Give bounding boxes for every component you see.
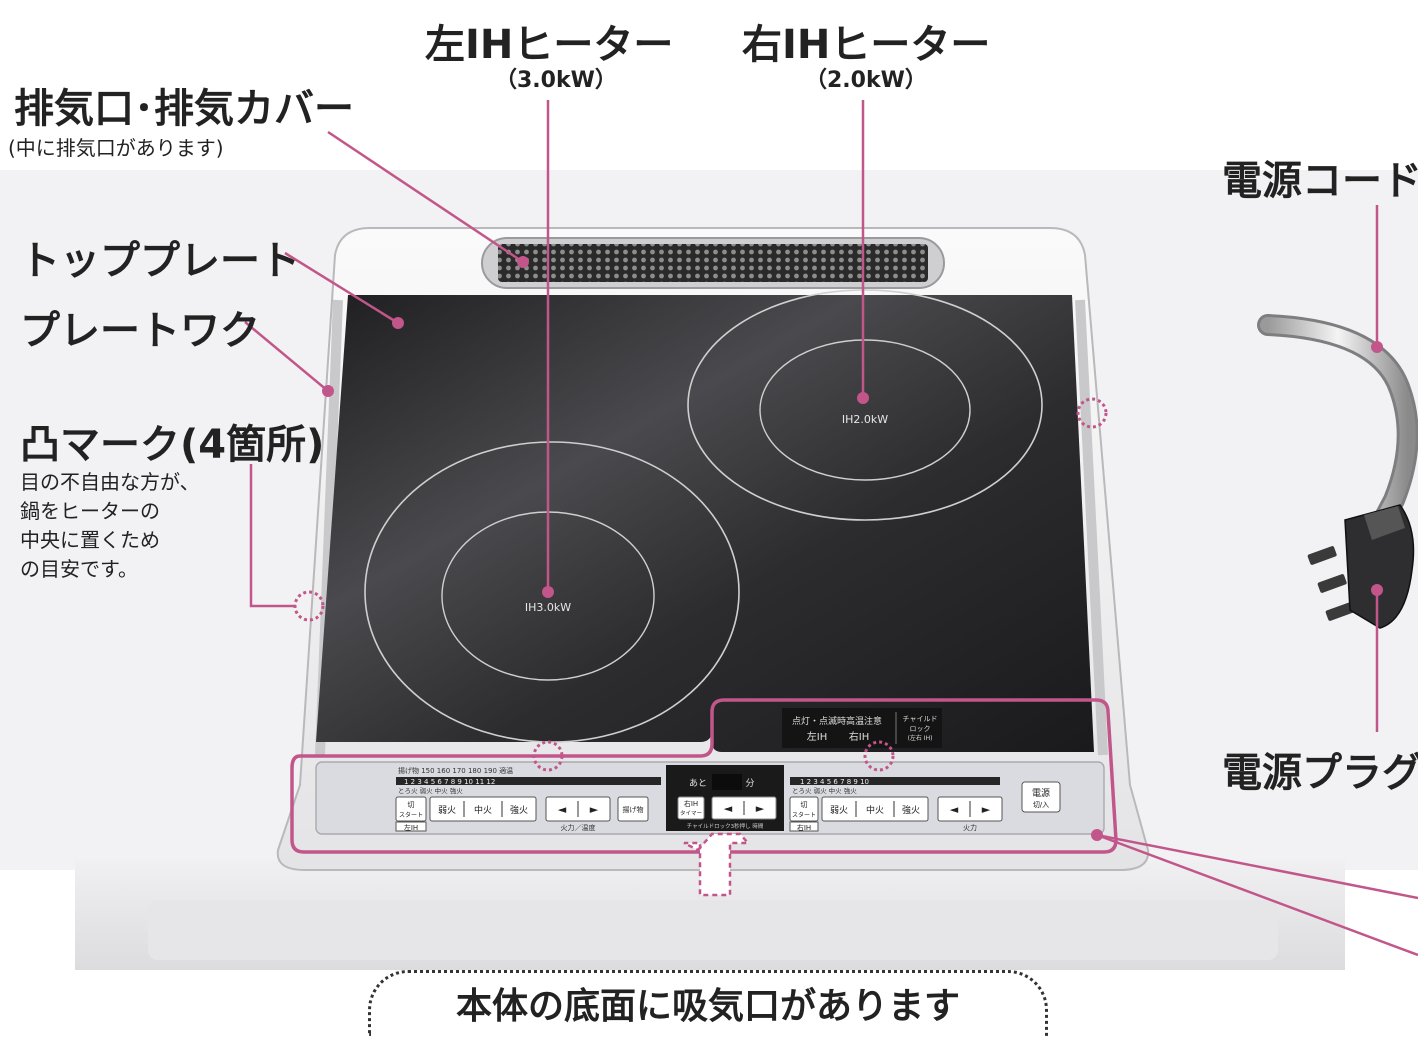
power-cord-label: 電源コード — [1222, 158, 1418, 204]
right-burner-inner-ring — [759, 339, 971, 481]
leader-dots — [322, 256, 1383, 841]
exhaust-vent — [498, 244, 928, 282]
left-up-icon[interactable]: ► — [590, 803, 599, 816]
right-heat-buttons[interactable] — [821, 796, 929, 822]
left-heat-buttons[interactable] — [429, 796, 537, 822]
bump-mark-front-right — [863, 740, 895, 772]
right-down-icon[interactable]: ◄ — [950, 803, 959, 816]
right-start-label-2: スタート — [792, 811, 816, 819]
fry-label: 揚げ物 — [623, 805, 644, 814]
timer-button-label-2: タイマー — [680, 809, 702, 817]
timer-after-label: あと — [689, 778, 707, 789]
left-down-icon[interactable]: ◄ — [558, 803, 567, 816]
top-plate — [316, 295, 1094, 752]
right-up-icon[interactable]: ► — [982, 803, 991, 816]
timer-button-label: 右IH — [684, 799, 698, 808]
right-heater-label: 右IHヒーター — [742, 22, 991, 68]
bump-note-line-1: 目の不自由な方が、 — [20, 470, 200, 494]
left-scale-numbers: 1 2 3 4 5 6 7 8 9 10 11 12 — [404, 778, 495, 786]
power-button-sublabel: 切/入 — [1033, 801, 1049, 809]
left-burner-mark: IH3.0kW — [525, 601, 571, 614]
right-level-bar — [790, 777, 1000, 785]
right-ih-tag — [789, 821, 819, 832]
power-button-label: 電源 — [1032, 788, 1050, 799]
right-heater-power: （2.0kW） — [805, 68, 927, 93]
bottom-intake-note: 本体の底面に吸気口があります — [368, 970, 1048, 1036]
intake-arrow-icon — [683, 832, 751, 897]
left-strong-label[interactable]: 強火 — [510, 804, 528, 816]
left-caption: 火力／温度 — [561, 823, 596, 832]
plate-work-label: プレートワク — [20, 308, 260, 354]
timer-display — [712, 774, 742, 790]
timer-up-icon[interactable]: ► — [756, 802, 765, 815]
left-level-bar — [396, 777, 661, 785]
child-lock-2: ロック — [910, 725, 931, 733]
timer-down-icon[interactable]: ◄ — [724, 802, 733, 815]
right-start-button[interactable] — [789, 796, 819, 822]
bump-note-line-4: の目安です。 — [20, 557, 138, 581]
child-lock-3: (左右 IH) — [908, 734, 933, 742]
power-plug-label: 電源プラグ — [1222, 750, 1418, 796]
right-burner-mark: IH2.0kW — [842, 413, 888, 426]
warning-left-ih: 左IH — [807, 730, 827, 743]
left-heater-power: （3.0kW） — [495, 68, 617, 93]
timer-unit: 分 — [745, 778, 754, 789]
child-lock-1: チャイルド — [903, 715, 938, 723]
right-strong-label[interactable]: 強火 — [902, 804, 920, 816]
exhaust-note: (中に排気口があります) — [8, 136, 224, 160]
timer-caption: チャイルドロック3秒押し 時間 — [687, 822, 764, 830]
base-recess — [148, 900, 1278, 960]
left-medium-label[interactable]: 中火 — [474, 804, 492, 816]
left-start-button[interactable] — [395, 796, 427, 822]
left-scale-temps: 揚げ物 150 160 170 180 190 適温 — [398, 766, 513, 775]
left-heater-label: 左IHヒーター — [425, 22, 674, 68]
warning-right-ih: 右IH — [849, 730, 869, 743]
left-burner-outer-ring — [364, 441, 740, 743]
operation-area-outline — [290, 698, 1118, 854]
bump-mark-label: 凸マーク(4箇所) — [20, 422, 325, 468]
left-scale-words: とろ火 弱火 中火 強火 — [398, 786, 463, 795]
warning-text: 点灯・点滅時高温注意 — [792, 715, 882, 727]
leader-lines — [244, 100, 1418, 957]
exhaust-label: 排気口･排気カバー — [14, 86, 354, 132]
power-button[interactable] — [1021, 781, 1061, 813]
top-plate-label: トッププレート — [20, 238, 300, 284]
left-start-label-2: スタート — [399, 811, 423, 819]
plate-frame-right — [1075, 299, 1108, 756]
right-caption: 火力 — [963, 823, 977, 832]
right-ih-tag-label: 右IH — [797, 823, 811, 832]
left-start-label: 切 — [408, 801, 415, 809]
warning-display — [782, 708, 942, 748]
bump-note-line-3: 中央に置くため — [20, 528, 160, 552]
fry-button[interactable] — [617, 796, 649, 822]
left-ih-tag-label: 左IH — [404, 823, 418, 832]
left-weak-label[interactable]: 弱火 — [438, 805, 456, 816]
bump-mark-right — [1076, 397, 1108, 429]
right-medium-label[interactable]: 中火 — [866, 804, 884, 816]
right-scale-words: とろ火 弱火 中火 強火 — [792, 786, 857, 795]
right-start-label: 切 — [801, 801, 808, 809]
right-weak-label[interactable]: 弱火 — [830, 805, 848, 816]
right-scale-numbers: 1 2 3 4 5 6 7 8 9 10 — [800, 778, 869, 786]
bump-note-line-2: 鍋をヒーターの — [20, 499, 160, 523]
bump-mark-front-left — [532, 740, 564, 772]
right-burner-outer-ring — [687, 289, 1043, 521]
left-ih-tag — [395, 821, 427, 832]
power-plug — [1307, 504, 1415, 629]
right-ih-timer-button[interactable] — [677, 796, 705, 820]
